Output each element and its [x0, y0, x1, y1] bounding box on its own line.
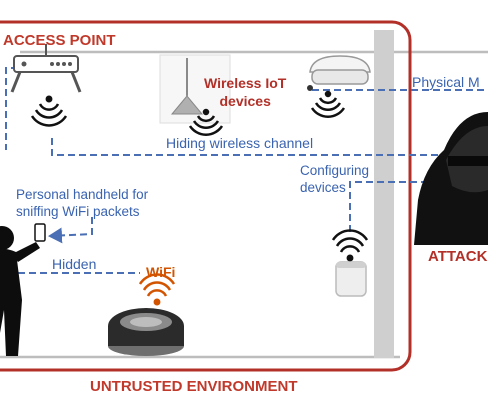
- physical-label: Physical M: [412, 74, 480, 90]
- trusted-boundary: [0, 20, 412, 372]
- dashed-connections: [5, 67, 488, 274]
- wifi-signal-icon: [30, 95, 68, 127]
- configuring-devices-label: Configuring devices: [300, 162, 369, 196]
- wifi-signal-icon: [310, 90, 346, 118]
- wifi-label: WiFi: [146, 264, 176, 280]
- wifi-signal-icon: [138, 273, 176, 306]
- handheld-arrow: [48, 217, 93, 244]
- router-icon: [10, 44, 82, 93]
- handheld-line1: Personal handheld for: [16, 187, 149, 202]
- wifi-signal-icon: [331, 229, 369, 262]
- wireless-iot-line2: devices: [219, 93, 271, 109]
- wifi-signal-icon: [188, 108, 224, 136]
- robot-vacuum-icon: [108, 308, 184, 356]
- phone-icon: [34, 223, 46, 242]
- access-point-label: ACCESS POINT: [3, 32, 116, 49]
- hooded-attacker-icon: [414, 112, 488, 245]
- pendant-lamp-icon: [159, 54, 231, 124]
- smart-speaker-icon: [335, 261, 367, 297]
- attacker-label: ATTACK: [428, 248, 488, 265]
- configuring-line1: Configuring: [300, 163, 370, 178]
- person-silhouette-icon: [0, 226, 40, 356]
- hidden-label: Hidden: [52, 256, 97, 272]
- handheld-label: Personal handheld for sniffing WiFi pack…: [16, 186, 148, 220]
- wireless-iot-line1: Wireless IoT: [204, 75, 287, 91]
- hiding-channel-line: [51, 138, 488, 156]
- handheld-line2: sniffing WiFi packets: [16, 204, 140, 219]
- hiding-channel-label: Hiding wireless channel: [166, 135, 314, 151]
- smoke-detector-icon: [307, 55, 371, 91]
- wireless-iot-label: Wireless IoT devices: [204, 74, 286, 110]
- configuring-line: [349, 181, 488, 232]
- configuring-line2: devices: [300, 180, 346, 195]
- untrusted-environment-label: UNTRUSTED ENVIRONMENT: [90, 378, 298, 395]
